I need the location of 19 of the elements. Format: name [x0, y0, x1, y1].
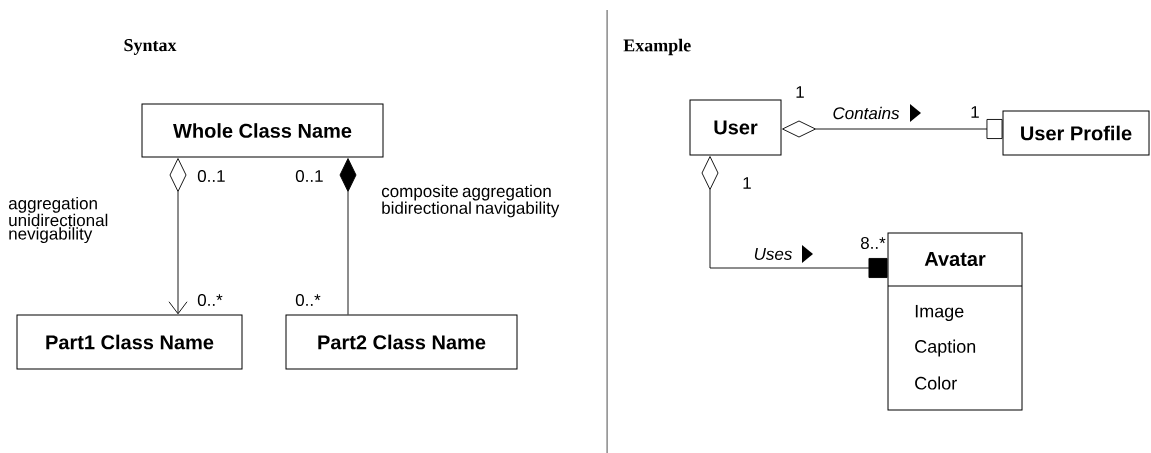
multiplicity-label: 1: [796, 86, 804, 98]
note-text: composite aggregation bidirectional navigability: [381, 184, 560, 218]
multiplicity-label: 1: [971, 106, 979, 118]
class-box: Whole Class Name: [141, 103, 384, 158]
note-text: aggregation unidirectional nevigability: [8, 196, 108, 244]
class-box: Part1 Class Name: [16, 314, 243, 370]
edge-label: Uses: [752, 247, 794, 261]
connector: [168, 158, 188, 315]
connector: [782, 119, 1003, 139]
class-box: User Profile: [1002, 110, 1150, 156]
class-box: User: [689, 99, 782, 156]
panel-heading: Syntax: [124, 39, 177, 55]
edge-label: Contains: [831, 105, 901, 121]
class-box: Part2 Class Name: [285, 314, 518, 370]
connector: [701, 156, 888, 278]
panel-heading: Example: [623, 38, 691, 56]
multiplicity-label: 1: [743, 177, 751, 189]
connector: [339, 158, 357, 315]
class-box: Avatar Image Caption Color: [887, 232, 1023, 411]
